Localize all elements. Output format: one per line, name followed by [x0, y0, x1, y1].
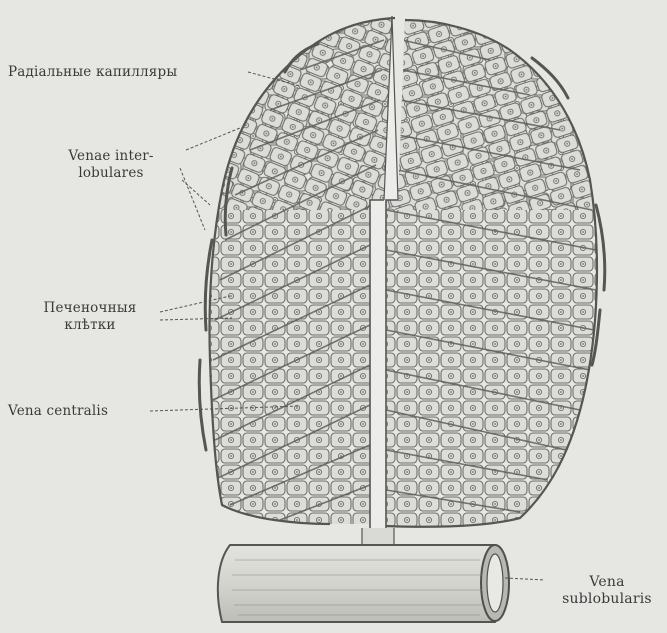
label-venae-interlobulares: Venae inter- lobulares	[36, 148, 186, 182]
leader-sublobularis	[505, 578, 545, 580]
label-liver-cells: Печеночныя клѣтки	[20, 300, 160, 334]
label-radial-capillaries: Радіальные капилляры	[8, 64, 177, 81]
lobule-right-half	[380, 10, 610, 527]
label-vena-sublobularis: Vena sublobularis	[548, 574, 666, 608]
leader-venae-1	[186, 128, 240, 150]
vena-sublobularis	[218, 528, 509, 622]
label-vena-centralis: Vena centralis	[8, 403, 108, 420]
leader-venae-3	[182, 180, 210, 205]
